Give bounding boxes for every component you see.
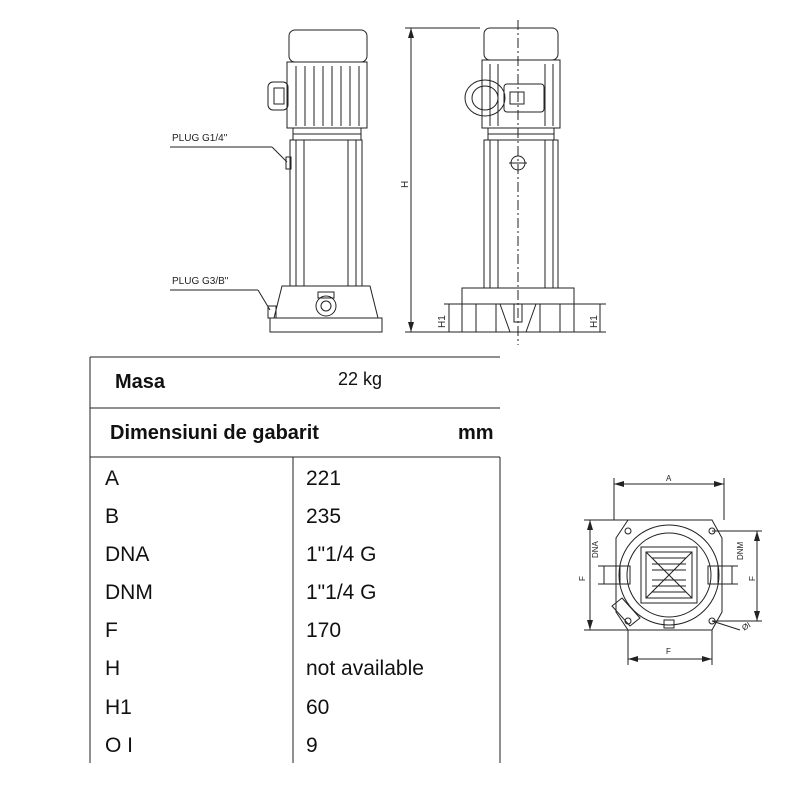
plug-g3-label: PLUG G3/B" — [172, 276, 229, 287]
dim-h-label: H — [400, 180, 411, 188]
dim-f-left-label: F — [578, 576, 587, 581]
unit-label: mm — [458, 422, 494, 444]
row-name: F — [105, 619, 118, 642]
mass-value: 22 kg — [338, 369, 383, 389]
row-value: 9 — [306, 734, 318, 757]
pump-front-view — [461, 20, 575, 345]
row-value: 1"1/4 G — [306, 543, 377, 566]
row-value: 235 — [306, 505, 342, 528]
dim-dnm-label: DNM — [736, 541, 745, 560]
row-value: 1"1/4 G — [306, 581, 377, 604]
dim-h1-right-label: H1 — [589, 315, 600, 328]
row-name: DNM — [105, 581, 153, 604]
plug-g1-label: PLUG G1/4" — [172, 133, 228, 144]
row-value: 170 — [306, 619, 342, 642]
dims-label: Dimensiuni de gabarit — [110, 422, 319, 444]
mass-label: Masa — [115, 371, 166, 393]
row-name: DNA — [105, 543, 150, 566]
row-name: H1 — [105, 696, 132, 719]
dim-h1-left-label: H1 — [437, 315, 448, 328]
dim-f-right-label: F — [748, 576, 757, 581]
dim-f-bottom-label: F — [666, 647, 671, 656]
row-value: 221 — [306, 467, 342, 490]
row-name: H — [105, 657, 121, 680]
row-name: B — [105, 505, 120, 528]
row-name: O I — [105, 734, 134, 757]
row-value: not available — [306, 657, 424, 680]
dim-a-label: A — [666, 474, 672, 483]
pump-side-view — [267, 29, 383, 333]
pump-top-view — [611, 519, 723, 631]
row-name: A — [105, 467, 120, 490]
dim-dna-label: DNA — [591, 541, 600, 558]
row-value: 60 — [306, 696, 330, 719]
